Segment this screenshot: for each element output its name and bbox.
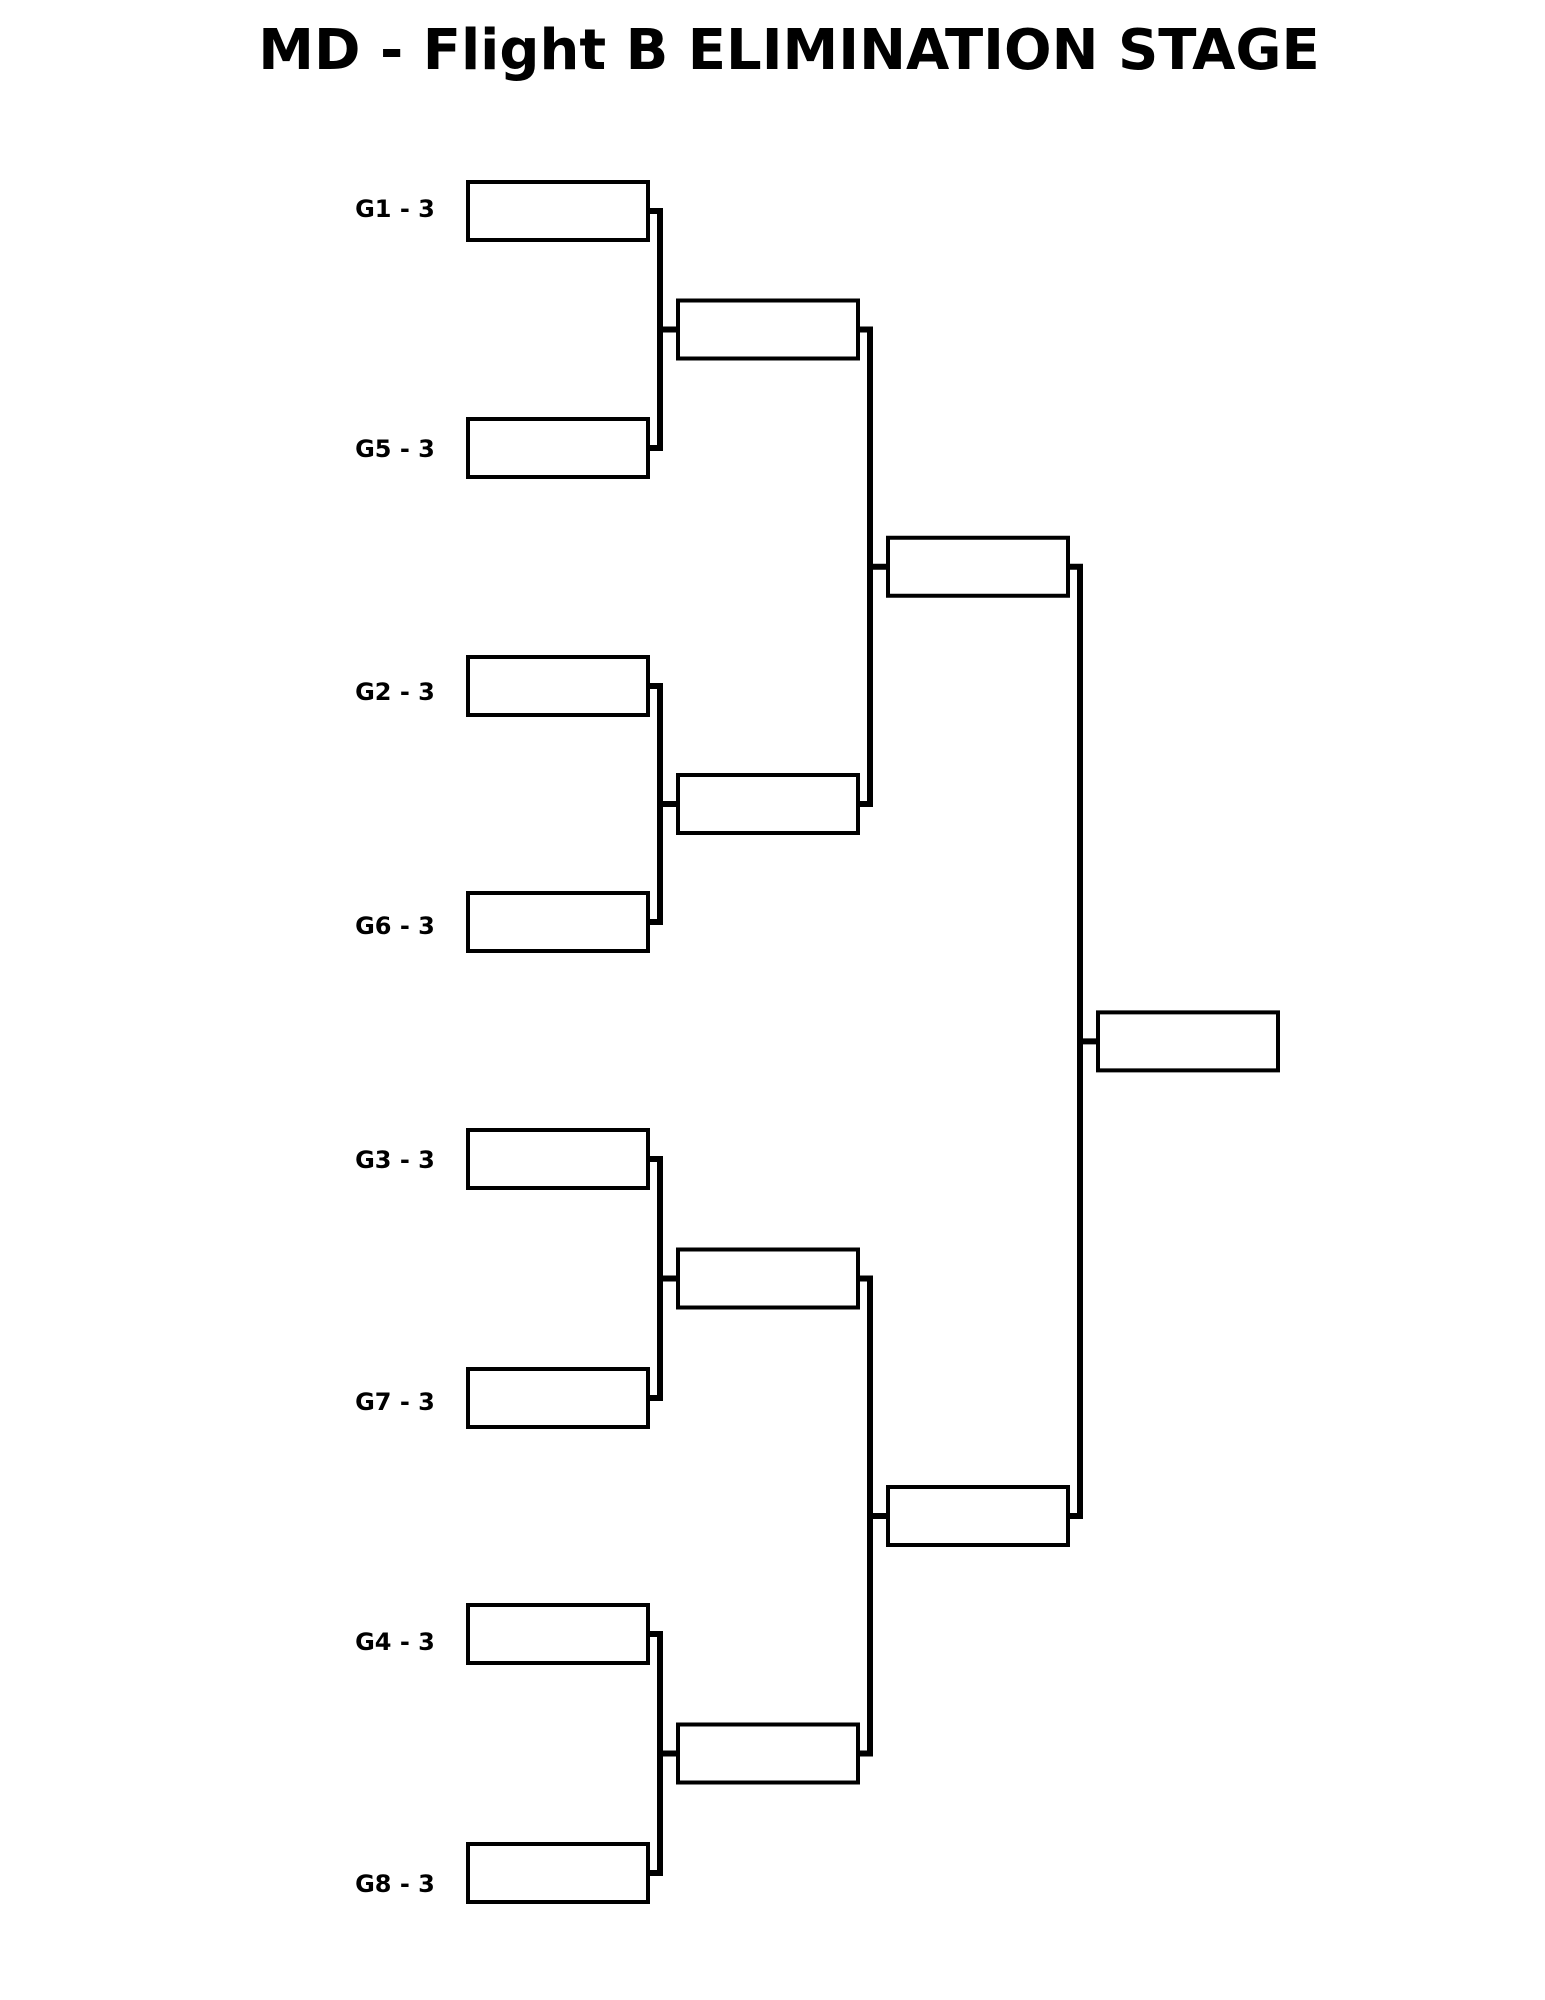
seed-label-1: G1 - 3 <box>355 195 435 223</box>
connector-round-2-match-2 <box>855 1275 891 1757</box>
slot-round-1-1[interactable] <box>466 180 650 242</box>
slot-round-2-1[interactable] <box>676 298 860 361</box>
slot-round-1-8[interactable] <box>466 1842 650 1904</box>
seed-label-2: G5 - 3 <box>355 435 435 463</box>
seed-label-8: G8 - 3 <box>355 1870 435 1898</box>
seed-label-6: G7 - 3 <box>355 1388 435 1416</box>
connector-round-1-match-1 <box>645 208 681 451</box>
seed-label-3: G2 - 3 <box>355 678 435 706</box>
page-title: MD - Flight B ELIMINATION STAGE <box>258 18 1320 83</box>
connector-round-2-match-1 <box>855 326 891 807</box>
slot-round-3-2[interactable] <box>886 1485 1070 1547</box>
slot-round-1-7[interactable] <box>466 1603 650 1665</box>
seed-label-7: G4 - 3 <box>355 1628 435 1656</box>
slot-round-1-2[interactable] <box>466 417 650 479</box>
seed-label-4: G6 - 3 <box>355 912 435 940</box>
slot-round-2-2[interactable] <box>676 773 860 835</box>
slot-round-1-5[interactable] <box>466 1128 650 1190</box>
connector-round-1-match-4 <box>645 1631 681 1876</box>
slot-round-1-4[interactable] <box>466 891 650 953</box>
slot-round-3-1[interactable] <box>886 535 1070 598</box>
connector-round-1-match-3 <box>645 1156 681 1401</box>
slot-round-2-4[interactable] <box>676 1722 860 1785</box>
seed-label-5: G3 - 3 <box>355 1146 435 1174</box>
slot-round-2-3[interactable] <box>676 1247 860 1310</box>
slot-round-1-6[interactable] <box>466 1367 650 1429</box>
connector-round-3-match-1 <box>1065 563 1101 1519</box>
connector-round-1-match-2 <box>645 683 681 925</box>
slot-round-4-1[interactable] <box>1096 1010 1280 1073</box>
slot-round-1-3[interactable] <box>466 655 650 717</box>
